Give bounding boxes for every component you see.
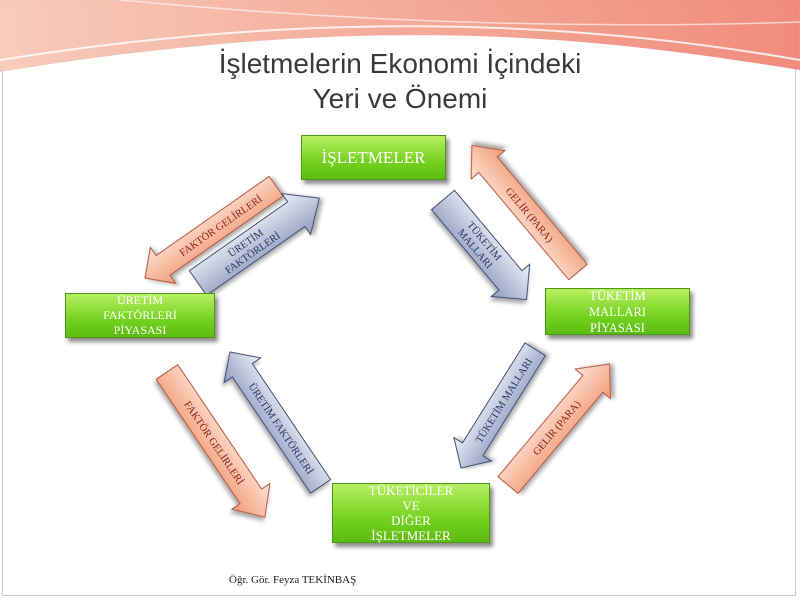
box-uretim-line-2: FAKTÖRLERİ [103, 308, 177, 322]
box-tuketiciler-line-1: TÜKETİCİLER [368, 483, 454, 498]
arrow-lr-inner-label: TÜKETİM MALLARI [473, 356, 535, 446]
box-tuketiciler: TÜKETİCİLER VE DİĞER İŞLETMELER [332, 483, 490, 543]
box-tuketiciler-line-2: VE [402, 498, 420, 513]
box-isletmeler-label: İŞLETMELER [321, 147, 426, 167]
slide-title: İşletmelerin Ekonomi İçindeki Yeri ve Ön… [0, 46, 800, 116]
title-line-1: İşletmelerin Ekonomi İçindeki [218, 48, 582, 79]
box-tuketim-piyasasi: TÜKETİM MALLARI PİYASASI [545, 288, 690, 335]
box-tuketim-line-3: PİYASASI [590, 320, 645, 335]
box-uretim-piyasasi: ÜRETİM FAKTÖRLERİ PİYASASI [65, 293, 215, 338]
box-tuketiciler-line-3: DİĞER [391, 513, 431, 528]
title-line-2: Yeri ve Önemi [312, 83, 488, 114]
box-isletmeler: İŞLETMELER [301, 135, 446, 180]
arrow-ll-outer-label: FAKTÖR GELİRLERİ [181, 399, 246, 487]
decorative-swoosh [0, 0, 800, 72]
box-uretim-line-1: ÜRETİM [117, 293, 163, 307]
box-tuketim-line-1: TÜKETİM [589, 288, 646, 303]
box-tuketiciler-line-4: İŞLETMELER [371, 528, 451, 543]
slide-footer: Öğr. Gör. Feyza TEKİNBAŞ [229, 574, 357, 586]
box-uretim-line-3: PİYASASI [113, 323, 167, 337]
box-tuketim-line-2: MALLARI [589, 304, 646, 319]
arrow-ll-inner-label: ÜRETİM FAKTÖRLERİ [246, 381, 316, 477]
